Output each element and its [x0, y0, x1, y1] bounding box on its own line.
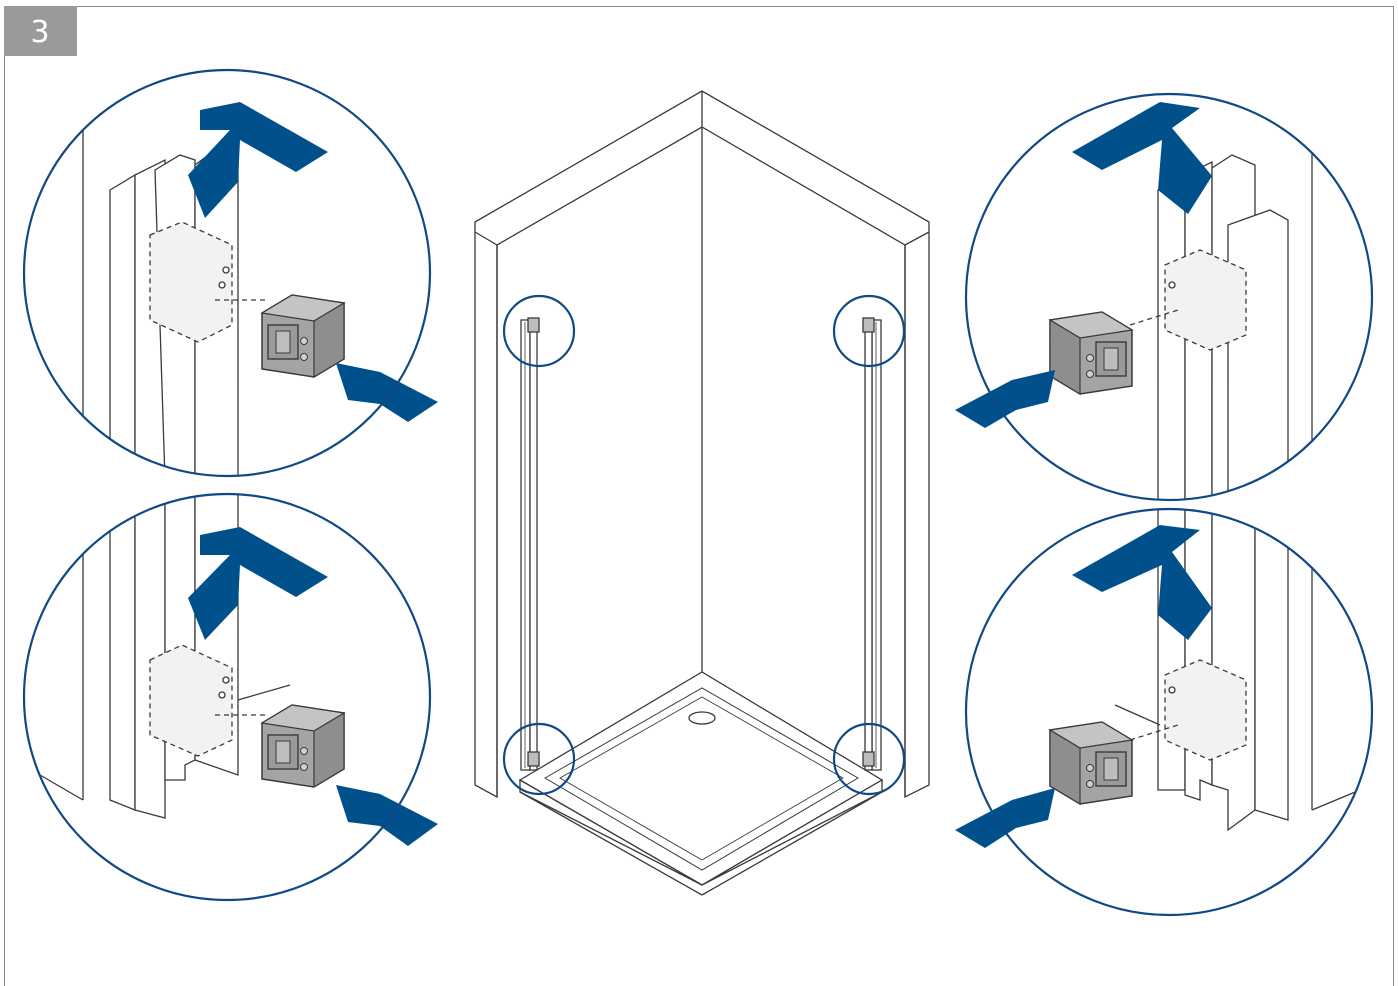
step-badge-bg: [4, 6, 77, 56]
bracket-icon: [261, 704, 345, 788]
bracket-icon: [1049, 311, 1133, 395]
bracket-icon: [261, 294, 345, 378]
step-number-glyph: 3: [30, 15, 49, 50]
shower-enclosure: [474, 90, 930, 896]
callout-marker-bottom-right: [832, 722, 906, 796]
down-arrow-icon: [188, 527, 328, 640]
detail-callout-bottom-left: [22, 492, 438, 902]
diagram-frame: [4, 6, 1394, 986]
callout-marker-bottom-left: [502, 722, 576, 796]
diagonal-arrow-icon: [955, 788, 1055, 848]
callout-marker-top-left: [502, 294, 576, 368]
diagonal-arrow-icon: [336, 363, 438, 422]
detail-callout-top-right: [955, 92, 1374, 502]
detail-callout-top-left: [22, 68, 438, 478]
diagonal-arrow-icon: [336, 785, 438, 846]
detail-callout-bottom-right: [955, 507, 1374, 917]
callout-marker-top-right: [832, 294, 906, 368]
down-arrow-icon: [1072, 525, 1212, 640]
down-arrow-icon: [1072, 102, 1212, 214]
bracket-icon: [1049, 721, 1133, 805]
down-arrow-icon: [188, 102, 328, 218]
diagonal-arrow-icon: [955, 370, 1055, 428]
